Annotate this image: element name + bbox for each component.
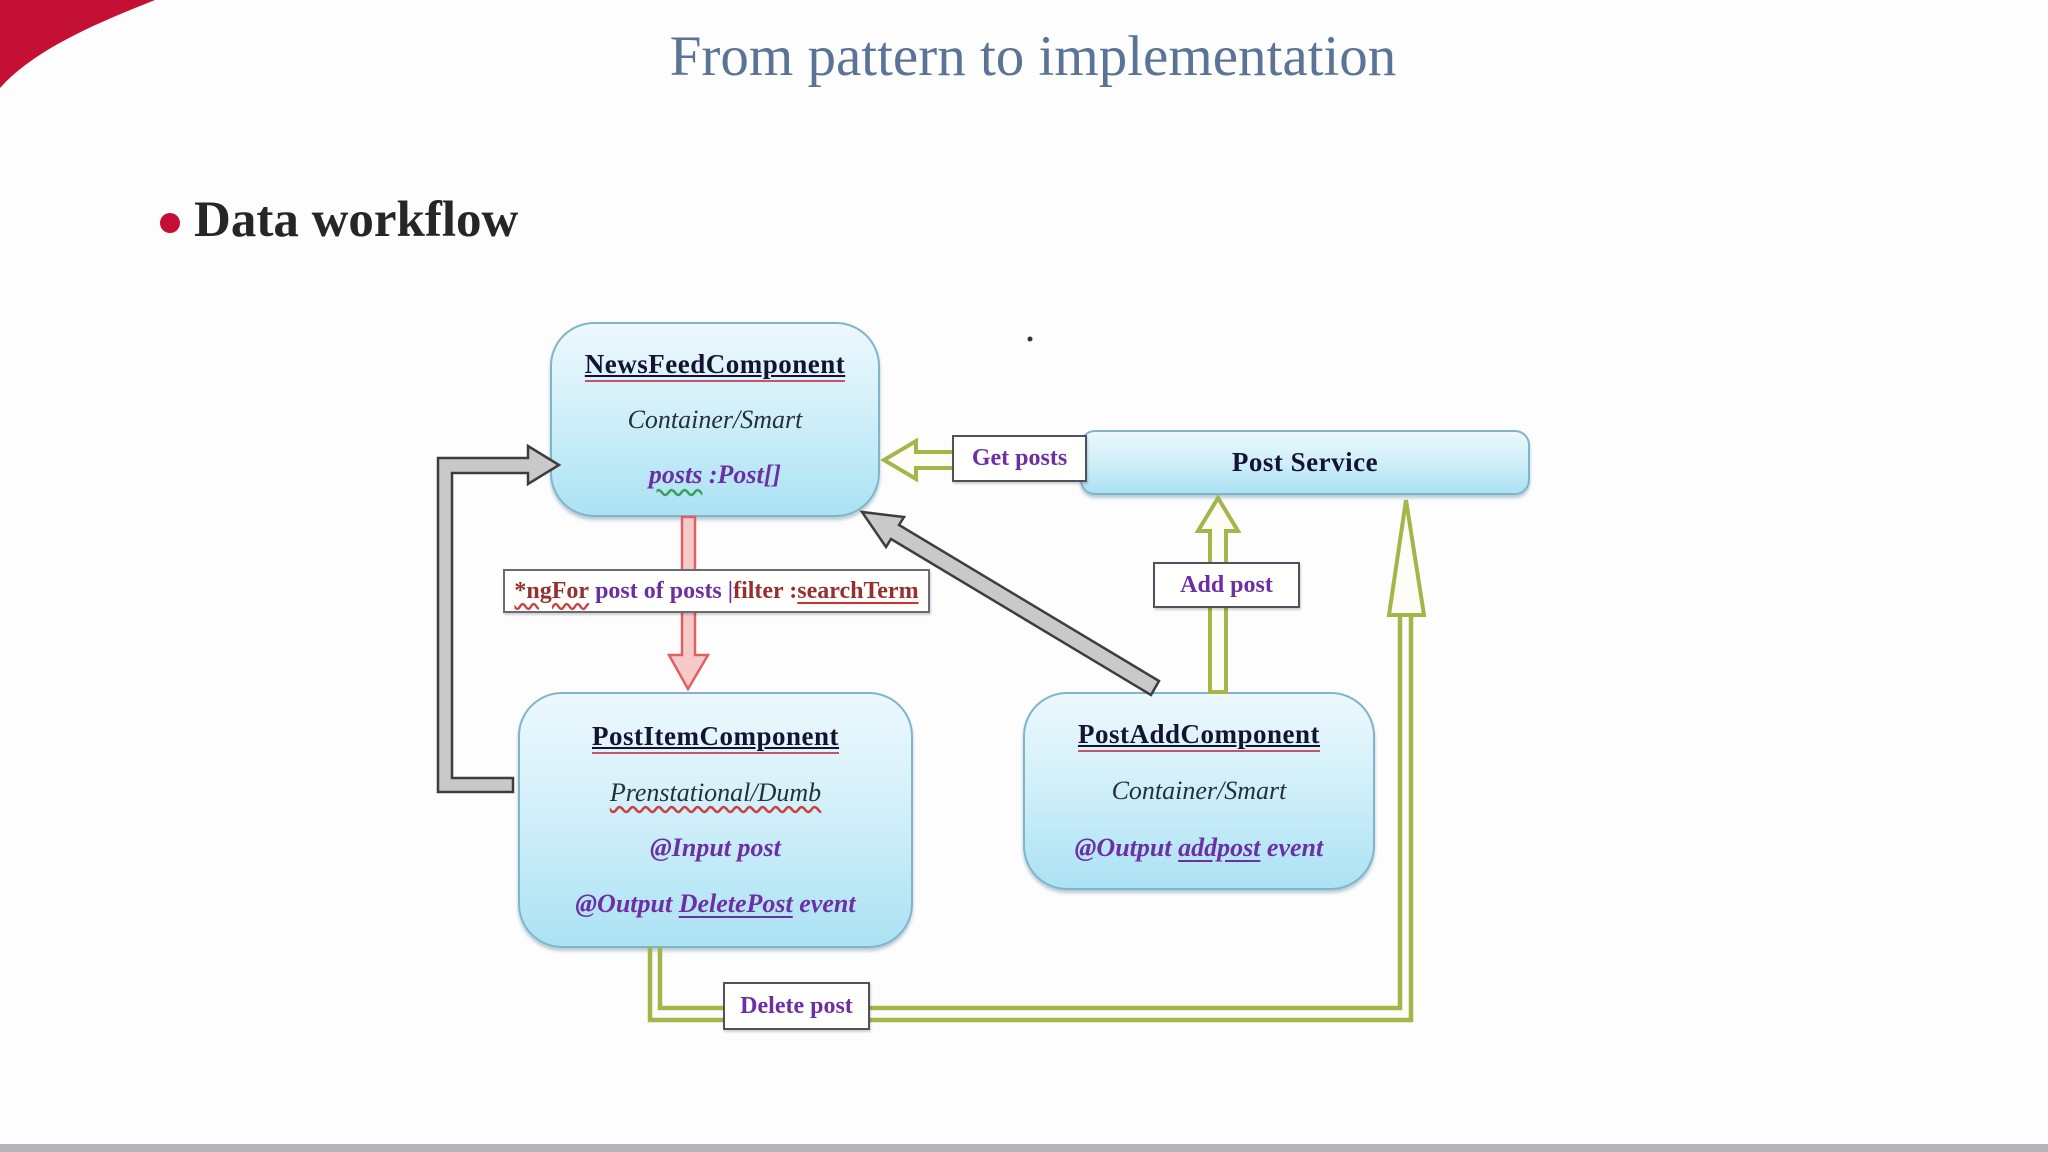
node-output: @Output DeletePost event [575,889,855,919]
node-title: NewsFeedComponent [584,348,846,382]
delete-post-term: DeletePost [678,889,793,919]
red-wedge-shape [0,0,155,88]
posts-term: posts [648,460,703,490]
node-output: @Output addpost event [1075,833,1323,863]
posts-type: :Post[] [702,460,782,490]
label-get-posts: Get posts [952,435,1087,482]
node-input: @Input post [650,833,781,863]
node-property: posts :Post[] [649,460,781,490]
node-title-text: PostItemComponent [592,720,839,754]
label-text: Add post [1180,571,1273,598]
label-text: Get posts [971,445,1068,471]
search-term: searchTerm [797,577,919,604]
label-text: Delete post [740,992,853,1019]
node-title: PostItemComponent [592,720,839,754]
node-title: PostAddComponent [1077,719,1321,753]
bullet-dot [160,213,180,233]
node-title-text: NewsFeedComponent [584,348,846,382]
delete-post-arrowhead [1386,499,1427,617]
page-title: From pattern to implementation [669,25,1397,88]
node-post-service: Post Service [1080,430,1530,495]
label-add-post: Add post [1153,562,1300,608]
label-delete-post: Delete post [723,982,870,1030]
label-ngfor-filter: *ngFor post of posts | filter :searchTer… [503,569,930,613]
node-title: Post Service [1231,447,1379,477]
node-post-add-component: PostAddComponent Container/Smart @Output… [1023,692,1375,890]
node-news-feed-component: NewsFeedComponent Container/Smart posts … [550,322,880,517]
node-subtitle: Prenstational/Dumb [610,778,821,808]
addpost-term: addpost [1178,832,1261,862]
filter-pipe: | [727,577,734,604]
output-pre: @Output [1074,832,1179,862]
stray-dot [1027,336,1033,342]
node-subtitle: Container/Smart [1111,776,1287,806]
output-pre: @Output [575,889,679,919]
node-subtitle: Container/Smart [627,404,803,434]
output-post: event [792,889,856,919]
filter-word: filter : [733,577,798,604]
node-subtitle-text: Prenstational/Dumb [609,777,822,807]
output-post: event [1260,832,1324,862]
ngfor-term: *ngFor [514,577,590,604]
bullet-label: Data workflow [194,192,519,248]
bottom-edge-bar [0,1144,2048,1152]
corner-decoration [0,0,155,88]
filter-middle: post of posts [589,577,728,604]
node-title-text: PostAddComponent [1077,719,1321,753]
node-post-item-component: PostItemComponent Prenstational/Dumb @In… [518,692,913,948]
